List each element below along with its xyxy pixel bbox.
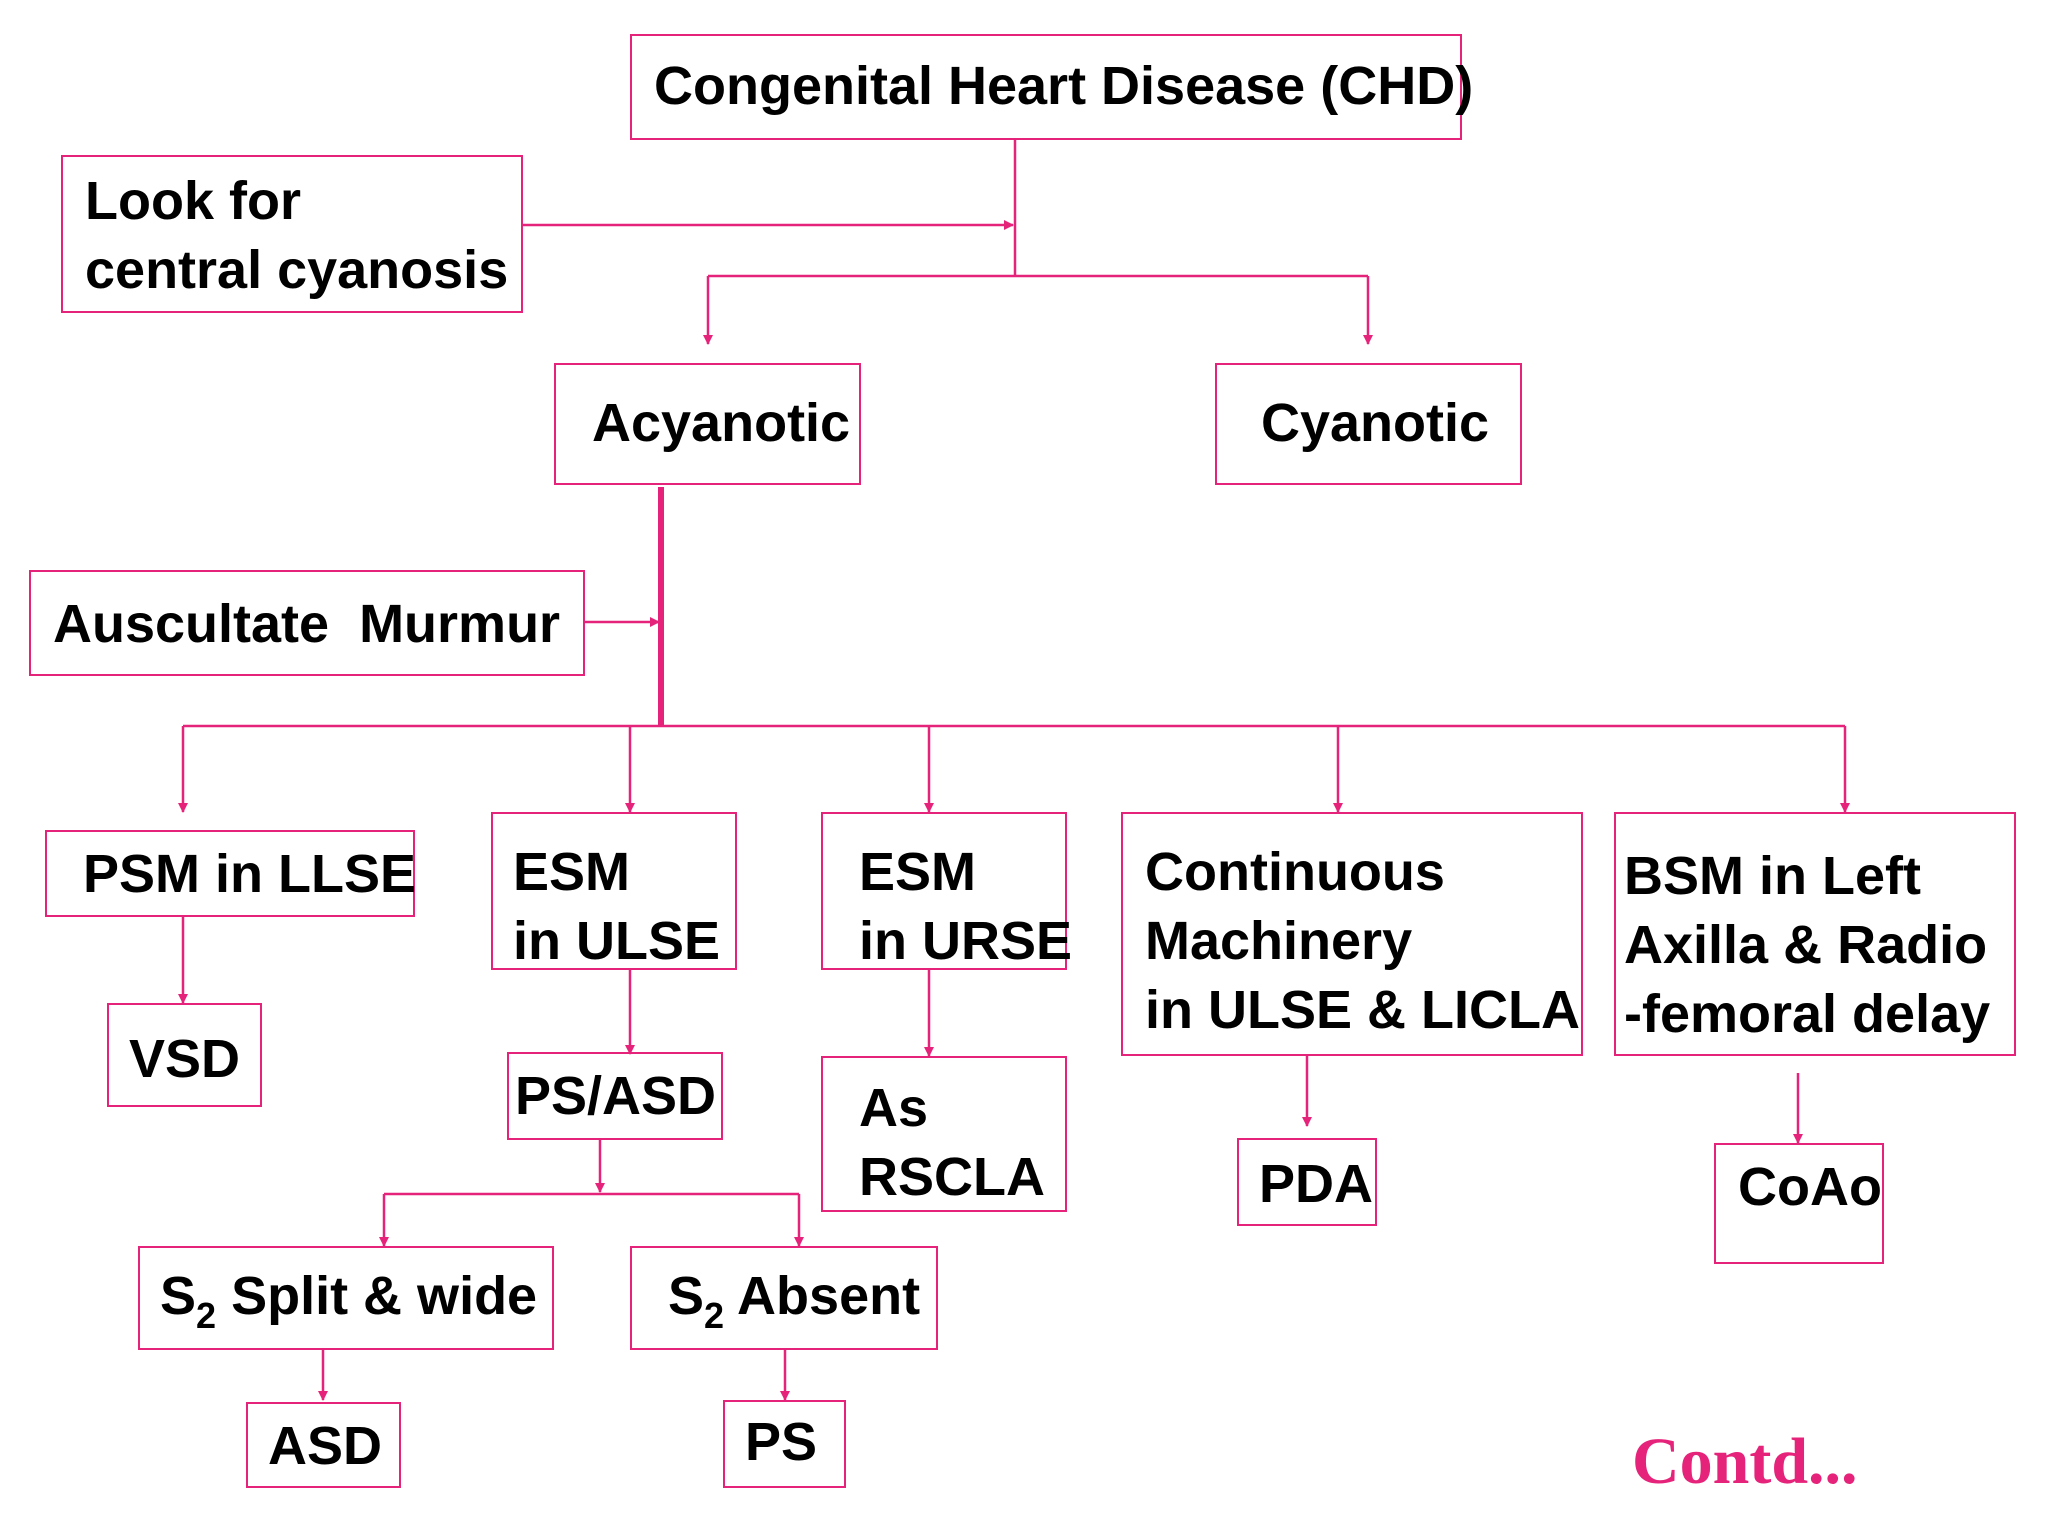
node-coao: CoAo — [1714, 1143, 1884, 1264]
node-coao-label: CoAo — [1738, 1157, 1882, 1217]
node-ps: PS — [723, 1400, 846, 1488]
node-chd: Congenital Heart Disease (CHD) — [630, 34, 1474, 140]
node-psm-llse: PSM in LLSE — [45, 830, 417, 917]
node-vsd: VSD — [107, 1003, 262, 1107]
node-as-line-1: As — [859, 1078, 929, 1138]
node-acyanotic-label: Acyanotic — [592, 393, 851, 453]
node-bsm-line-2: Axilla & Radio — [1624, 915, 1988, 975]
node-pda: PDA — [1237, 1138, 1377, 1226]
node-bsm-line-1: BSM in Left — [1624, 846, 1921, 906]
node-as-line-2: RSCLA — [859, 1147, 1045, 1207]
node-acyanotic: Acyanotic — [554, 363, 861, 485]
node-s2-absent: S2 Absent — [630, 1246, 938, 1350]
node-bsm-left-axilla: BSM in Left Axilla & Radio -femoral dela… — [1614, 812, 2016, 1056]
node-chd-label: Congenital Heart Disease (CHD) — [654, 56, 1474, 116]
node-cyanotic-label: Cyanotic — [1261, 393, 1490, 453]
node-esm-ulse-line-1: ESM — [513, 842, 631, 902]
node-pda-label: PDA — [1259, 1154, 1374, 1214]
node-ps-label: PS — [745, 1412, 818, 1472]
s2-split-subscript: 2 — [196, 1295, 217, 1336]
contd-label: Contd... — [1632, 1425, 1858, 1498]
node-ps-asd-label: PS/ASD — [515, 1066, 717, 1126]
node-s2-absent-label: S2 Absent — [668, 1266, 921, 1336]
node-auscultate-label: Auscultate Murmur — [53, 594, 561, 654]
node-cyanotic: Cyanotic — [1215, 363, 1522, 485]
node-bsm-line-3: -femoral delay — [1624, 984, 1991, 1044]
node-esm-ulse: ESM in ULSE — [491, 812, 737, 971]
node-esm-urse-line-2: in URSE — [859, 911, 1073, 971]
node-continuous-line-3: in ULSE & LICLA — [1145, 980, 1580, 1040]
node-look-for-line-2: central cyanosis — [85, 240, 509, 300]
node-s2-split-wide: S2 Split & wide — [138, 1246, 554, 1350]
node-continuous-line-1: Continuous — [1145, 842, 1445, 902]
node-asd-label: ASD — [268, 1416, 383, 1476]
node-auscultate-murmur: Auscultate Murmur — [29, 570, 585, 676]
node-esm-ulse-line-2: in ULSE — [513, 911, 721, 971]
node-esm-urse: ESM in URSE — [821, 812, 1072, 971]
node-continuous-machinery: Continuous Machinery in ULSE & LICLA — [1121, 812, 1583, 1056]
node-asd: ASD — [246, 1402, 401, 1488]
node-s2-split-label: S2 Split & wide — [160, 1266, 538, 1336]
node-look-for-cyanosis: Look for central cyanosis — [61, 155, 523, 313]
s2-absent-subscript: 2 — [704, 1295, 725, 1336]
node-as-rscla: As RSCLA — [821, 1056, 1067, 1212]
node-look-for-line-1: Look for — [85, 171, 301, 231]
node-vsd-label: VSD — [129, 1029, 241, 1089]
node-psm-label: PSM in LLSE — [83, 844, 417, 904]
node-continuous-line-2: Machinery — [1145, 911, 1413, 971]
node-ps-asd: PS/ASD — [507, 1052, 723, 1140]
node-esm-urse-line-1: ESM — [859, 842, 977, 902]
